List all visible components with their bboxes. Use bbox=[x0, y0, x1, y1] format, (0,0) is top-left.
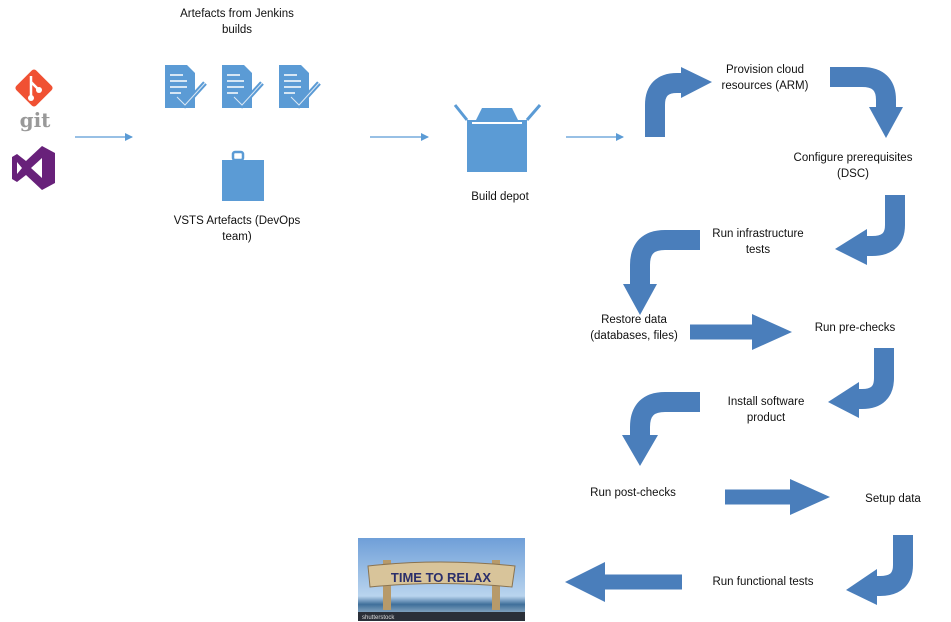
setup-data-label: Setup data bbox=[865, 493, 921, 505]
artefacts-label-line1: Artefacts from Jenkins bbox=[180, 8, 294, 20]
provision-label-line2: resources (ARM) bbox=[722, 80, 809, 92]
straight-arrow-right bbox=[690, 314, 792, 350]
curved-arrow-down-left bbox=[828, 348, 894, 418]
install-label-line1: Install software bbox=[728, 396, 805, 408]
straight-arrow-right bbox=[725, 479, 830, 515]
install-label-line2: product bbox=[747, 412, 786, 424]
curved-arrow-up-right bbox=[645, 67, 712, 137]
post-checks-label: Run post-checks bbox=[590, 487, 676, 499]
document-check-icon bbox=[222, 65, 264, 109]
configure-label-line2: (DSC) bbox=[837, 168, 869, 180]
infra-tests-label-line1: Run infrastructure bbox=[712, 228, 803, 240]
restore-label-line2: (databases, files) bbox=[590, 330, 678, 342]
time-to-relax-image: TIME TO RELAX shutterstock bbox=[358, 538, 525, 621]
pre-checks-label: Run pre-checks bbox=[815, 322, 896, 334]
build-depot-label: Build depot bbox=[471, 191, 529, 203]
curved-arrow-down-left bbox=[835, 195, 905, 265]
curved-arrow-right-down bbox=[830, 67, 903, 138]
artefacts-label-line2: builds bbox=[222, 24, 252, 36]
document-check-icon bbox=[279, 65, 321, 109]
curved-arrow-left-down bbox=[622, 392, 700, 466]
shopping-bag-icon bbox=[222, 150, 264, 201]
box-icon bbox=[453, 104, 542, 172]
configure-label-line1: Configure prerequisites bbox=[794, 152, 913, 164]
infra-tests-label-line2: tests bbox=[746, 244, 771, 256]
provision-label-line1: Provision cloud bbox=[726, 64, 804, 76]
svg-text:TIME TO RELAX: TIME TO RELAX bbox=[391, 570, 491, 585]
curved-arrow-left-down bbox=[623, 230, 700, 315]
svg-text:shutterstock: shutterstock bbox=[362, 615, 395, 621]
restore-label-line1: Restore data bbox=[601, 314, 667, 326]
git-logo-icon: git bbox=[15, 69, 53, 132]
visual-studio-logo-icon bbox=[12, 146, 55, 190]
curved-arrow-down-left bbox=[846, 535, 913, 605]
functional-tests-label: Run functional tests bbox=[712, 576, 813, 588]
vsts-label-line1: VSTS Artefacts (DevOps bbox=[174, 215, 301, 227]
straight-arrow-left bbox=[565, 562, 682, 602]
vsts-label-line2: team) bbox=[222, 231, 252, 243]
svg-text:git: git bbox=[20, 108, 52, 132]
document-check-icon bbox=[165, 65, 207, 109]
